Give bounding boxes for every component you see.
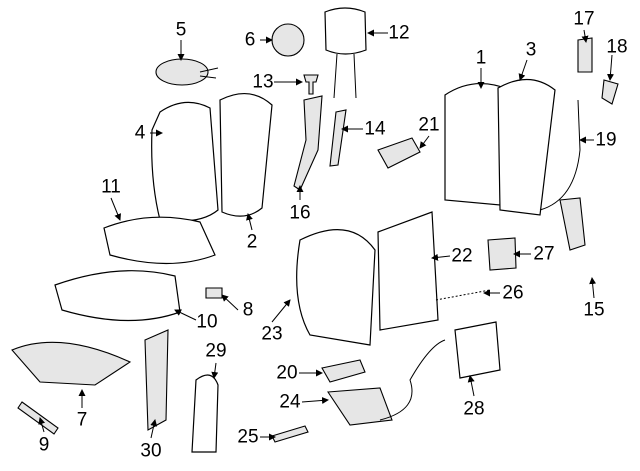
part-24-trim	[327, 387, 393, 426]
callout-12: 12	[388, 22, 410, 44]
part-7-frame	[11, 341, 132, 386]
part-2-backrest-panel	[219, 93, 273, 217]
part-28-module	[454, 321, 501, 379]
part-20-trim	[321, 359, 366, 383]
callout-9: 9	[38, 434, 50, 456]
callout-1: 1	[475, 47, 487, 69]
part-17-cap	[577, 37, 593, 73]
callout-30: 30	[140, 440, 162, 462]
callout-19: 19	[595, 129, 617, 151]
callout-14: 14	[364, 118, 386, 140]
part-18-cap	[601, 79, 619, 105]
callout-16: 16	[289, 202, 311, 224]
callout-24: 24	[279, 391, 301, 413]
part-12-headrest	[324, 7, 367, 99]
part-8-bolt	[205, 287, 223, 299]
part-27-module	[487, 237, 517, 271]
callout-10: 10	[196, 311, 218, 333]
part-29-cover	[191, 374, 219, 453]
part-10-cushion-pad	[54, 270, 181, 322]
callout-4: 4	[134, 122, 146, 144]
callout-2: 2	[246, 231, 258, 253]
callout-8: 8	[242, 299, 254, 321]
part-23-seatback-assembly	[296, 229, 376, 346]
callout-18: 18	[606, 36, 628, 58]
part-25-clip	[271, 425, 309, 443]
part-19-cable	[539, 99, 581, 211]
part-11-cushion	[103, 216, 216, 265]
callout-13: 13	[252, 71, 274, 93]
callout-17: 17	[573, 8, 595, 30]
callout-3: 3	[525, 39, 537, 61]
part-9-tube	[17, 401, 59, 435]
part-wire	[379, 339, 446, 421]
callout-27: 27	[533, 243, 555, 265]
callout-6: 6	[244, 29, 256, 51]
part-6-disc	[271, 23, 305, 57]
part-5-pad	[155, 58, 219, 86]
part-16-guide	[293, 95, 323, 191]
callout-28: 28	[463, 398, 485, 420]
part-30-trim	[144, 329, 169, 431]
part-21-bracket	[377, 137, 421, 169]
callout-5: 5	[175, 19, 187, 41]
part-26-spring	[435, 289, 491, 301]
callout-22: 22	[451, 245, 473, 267]
callout-11: 11	[101, 176, 121, 198]
callout-23: 23	[261, 323, 283, 345]
part-14-guide	[329, 109, 347, 167]
part-3-back-panel	[497, 78, 556, 216]
callout-25: 25	[237, 426, 259, 448]
callout-26: 26	[502, 282, 524, 304]
part-13-clip	[303, 74, 319, 95]
leader-lines	[38, 29, 614, 441]
part-22-panel	[377, 211, 439, 331]
callout-7: 7	[76, 409, 88, 431]
callout-21: 21	[418, 114, 440, 136]
callout-15: 15	[583, 299, 605, 321]
part-4-backrest-cover	[151, 101, 219, 222]
callout-20: 20	[276, 362, 298, 384]
callout-29: 29	[205, 340, 227, 362]
part-15-motor	[559, 197, 586, 251]
